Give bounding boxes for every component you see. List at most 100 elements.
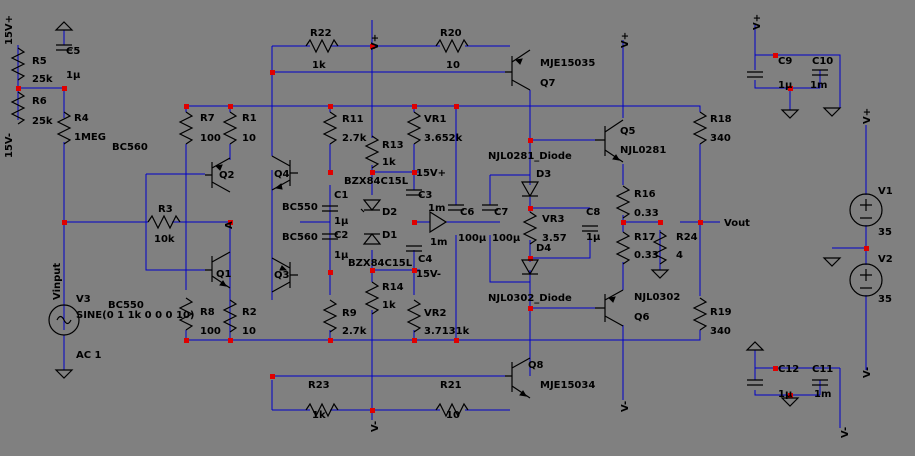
value-R21: 10 (446, 410, 460, 421)
value-V1: 35 (878, 227, 892, 238)
net-label-vminus-bottom: V- (370, 421, 381, 432)
value-R19: 340 (710, 326, 731, 337)
label-Q4: Q4 (274, 169, 290, 180)
resistor-VR2 (406, 299, 422, 333)
capacitors (56, 44, 828, 386)
resistor-VR3 (522, 211, 538, 245)
label-VR1: VR1 (424, 114, 446, 125)
label-C7: C7 (494, 207, 508, 218)
capacitor-C5 (56, 44, 72, 51)
label-C11: C11 (812, 364, 833, 375)
label-C12: C12 (778, 364, 799, 375)
model-Q7-text: MJE15035 (540, 58, 595, 69)
net-label-vout: Vout (724, 218, 750, 229)
label-D2: D2 (382, 207, 397, 218)
label-D3: D3 (536, 169, 551, 180)
label-Q8: Q8 (528, 360, 544, 371)
value-R5: 25k (32, 74, 53, 85)
value-VR2: 3.7131k (424, 326, 470, 337)
label-D4: D4 (536, 243, 551, 254)
label-R4: R4 (74, 113, 89, 124)
net-label-vminus-supply: V- (840, 427, 851, 438)
label-R23: R23 (308, 380, 330, 391)
resistor-R20 (435, 38, 469, 54)
net-label-vminus-v2: V- (862, 367, 873, 378)
value-V3: SINE(0 1 1k 0 0 0 10) (76, 310, 194, 321)
label-C1: C1 (334, 190, 348, 201)
transistor-Q8 (505, 357, 531, 399)
value-R9: 2.7k (342, 326, 367, 337)
resistor-R22 (305, 38, 339, 54)
capacitor-C6 (448, 204, 464, 211)
value-R16: 0.33 (634, 208, 659, 219)
value-R4: 1MEG (74, 132, 106, 143)
label-R2: R2 (242, 307, 257, 318)
resistor-R7 (178, 111, 194, 145)
label-Q3: Q3 (274, 270, 290, 281)
ground-icon (822, 257, 842, 267)
label-Q2: Q2 (219, 170, 235, 181)
capacitor-C3 (406, 189, 422, 196)
transistor-Q3 (271, 257, 298, 293)
diodes (360, 181, 540, 276)
ground-icon (822, 107, 842, 117)
value-R2: 10 (242, 326, 256, 337)
label-R20: R20 (440, 28, 462, 39)
label-VR2: VR2 (424, 308, 446, 319)
label-R3: R3 (158, 204, 173, 215)
value-R13: 1k (382, 157, 396, 168)
resistor-R3 (147, 214, 181, 230)
source-V2 (849, 263, 883, 297)
label-Q6: Q6 (634, 312, 650, 323)
label-R7: R7 (200, 113, 215, 124)
value-C5: 1µ (66, 70, 81, 81)
capacitor-C12 (747, 379, 763, 386)
ground-icon (745, 341, 765, 351)
label-R1: R1 (242, 113, 257, 124)
diode-D4 (520, 259, 540, 276)
value-C11: 1m (814, 389, 831, 400)
value-R18: 340 (710, 133, 731, 144)
value-R8: 100 (200, 326, 221, 337)
capacitor-C1 (322, 205, 338, 212)
label-Q1: Q1 (216, 269, 232, 280)
capacitor-C4 (406, 245, 422, 252)
value-C12: 1µ (778, 389, 793, 400)
net-label-vplus-v1: V+ (862, 108, 873, 124)
diode-D1 (362, 233, 382, 245)
net-label-vplus-top: V+ (370, 34, 381, 50)
resistor-R17 (615, 231, 631, 265)
label-R21: R21 (440, 380, 462, 391)
net-label-vplus-supply: V+ (752, 14, 763, 30)
value-R20: 10 (446, 60, 460, 71)
resistor-R13 (364, 135, 380, 169)
label-C9: C9 (778, 56, 792, 67)
capacitor-C2 (322, 233, 338, 240)
label-R24: R24 (676, 232, 698, 243)
diode-D2 (360, 199, 382, 213)
ground-icon (780, 397, 800, 407)
resistor-R18 (692, 111, 708, 145)
capacitor-C9 (747, 71, 763, 78)
net-label-vminus-out: V- (620, 401, 631, 412)
diode-D3 (520, 181, 540, 198)
transistor-Q7 (505, 49, 531, 91)
label-R13: R13 (382, 140, 404, 151)
label-C4: C4 (418, 254, 432, 265)
label-Q5: Q5 (620, 126, 636, 137)
value-R11: 2.7k (342, 133, 367, 144)
ground-icon (54, 369, 74, 379)
label-R8: R8 (200, 307, 215, 318)
label-R16: R16 (634, 189, 656, 200)
value-R6: 25k (32, 116, 53, 127)
transistor-Q2 (205, 157, 231, 193)
value-R24: 4 (676, 250, 683, 261)
ac-V3: AC 1 (76, 350, 102, 361)
resistor-R19 (692, 297, 708, 331)
label-R18: R18 (710, 114, 732, 125)
label-R6: R6 (32, 96, 47, 107)
value-C7: 100µ (492, 233, 521, 244)
value-C4: 1m (430, 237, 447, 248)
